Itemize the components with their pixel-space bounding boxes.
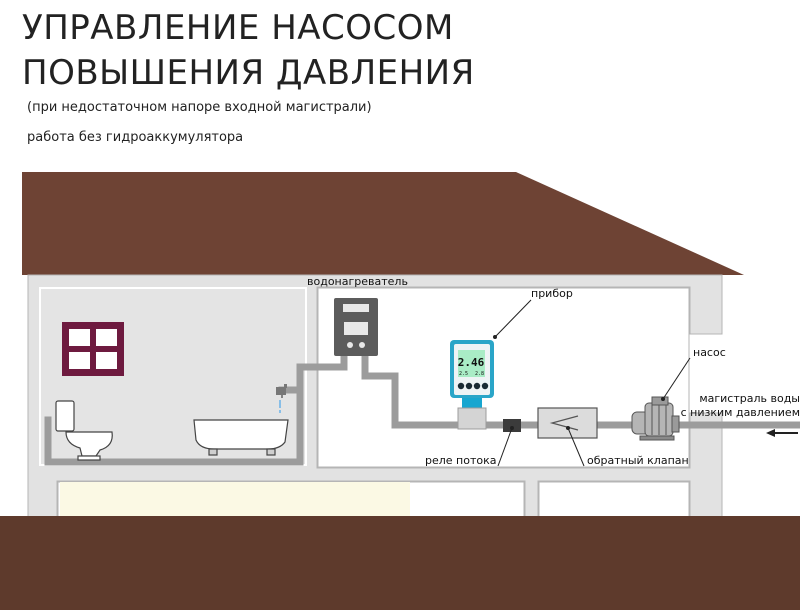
title-line-2: ПОВЫШЕНИЯ ДАВЛЕНИЯ (22, 53, 475, 93)
ground (0, 516, 800, 610)
check-valve (537, 407, 598, 439)
device-right-value: 2.8 (475, 371, 484, 377)
device-main-value: 2.46 (458, 356, 485, 369)
subtitle-conditions: (при недостаточном напоре входной магист… (27, 100, 372, 115)
water-heater (334, 298, 378, 356)
device-left-value: 2.5 (459, 371, 468, 377)
toilet (55, 400, 113, 461)
label-pump: насос (693, 346, 726, 359)
label-mains-line2: с низким давлением (681, 406, 800, 419)
lower-room-highlight (60, 482, 410, 522)
flow-relay (503, 419, 521, 432)
roof (22, 172, 744, 275)
faucet-icon (276, 384, 287, 413)
label-check-valve: обратный клапан (587, 454, 689, 467)
label-water-heater: водонагреватель (307, 275, 408, 288)
bathtub (193, 394, 289, 456)
label-device: прибор (531, 287, 573, 300)
callout-dots (493, 335, 665, 430)
title-line-1: УПРАВЛЕНИЕ НАСОСОМ (22, 8, 454, 48)
window (62, 322, 124, 376)
pump (631, 396, 680, 441)
page-title: УПРАВЛЕНИЕ НАСОСОМ ПОВЫШЕНИЯ ДАВЛЕНИЯ (22, 6, 475, 96)
label-flow-relay: реле потока (425, 454, 497, 467)
lower-room-right (538, 481, 690, 523)
callout-lines (494, 299, 691, 467)
inflow-arrow (766, 429, 798, 437)
subtitle-mode: работа без гидроаккумулятора (27, 130, 244, 145)
label-mains-line1: магистраль воды (699, 392, 800, 405)
controller-device (450, 340, 494, 430)
